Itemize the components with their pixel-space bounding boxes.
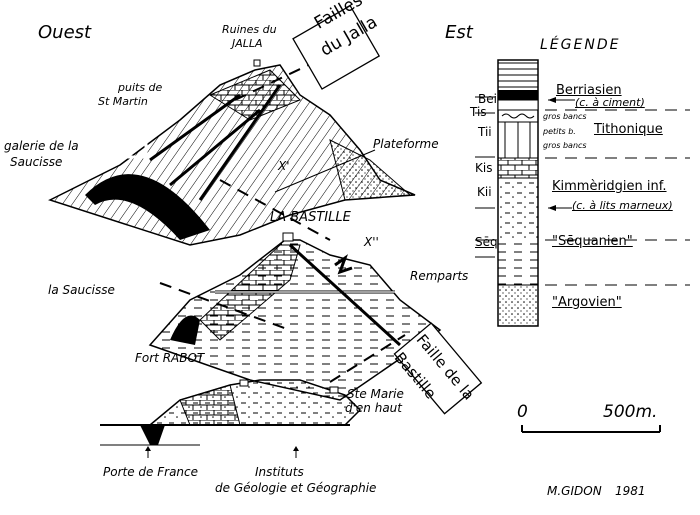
label-x1: X' — [278, 159, 290, 173]
failles-jalla-box — [292, 4, 381, 90]
legend-lits-marneux: (c. à lits marneux) — [572, 199, 673, 212]
label-fort-rabot: Fort RABOT — [135, 351, 205, 365]
label-galerie-1: galerie de la — [4, 139, 79, 153]
label-instituts-1: Instituts — [255, 465, 304, 479]
legend-tithonique: Tithonique — [594, 122, 663, 137]
middle-profile-bastille — [148, 232, 442, 401]
scale-length: 500m. — [603, 402, 658, 422]
legend-code-kii: Kii — [477, 185, 492, 199]
label-x2: X'' — [364, 235, 379, 249]
label-galerie-2: Saucisse — [10, 155, 63, 169]
scale-zero: 0 — [517, 402, 528, 422]
legend-code-kis: Kis — [475, 161, 493, 175]
legend-column — [475, 59, 690, 327]
legend-gros-bancs-bottom: gros bancs — [543, 141, 587, 150]
upper-profile-jalla — [48, 49, 416, 246]
legend-sequanien: "Sēquanien" — [552, 234, 633, 249]
legend-code-seq: Sēq — [475, 235, 498, 249]
label-remparts: Remparts — [410, 269, 469, 283]
label-porte-france: Porte de France — [103, 465, 199, 479]
faille-bastille-box — [393, 322, 483, 415]
label-la-saucisse: la Saucisse — [48, 283, 115, 297]
legend-title: LÉGENDE — [540, 37, 621, 53]
label-plateforme: Plateforme — [373, 137, 439, 151]
label-ruines: Ruines du — [222, 23, 277, 36]
legend-code-bei: Bei — [478, 92, 497, 106]
credit-author: M.GIDON — [547, 484, 602, 498]
label-ste-marie-2: d'en haut — [345, 401, 402, 415]
legend-kimmeridgien: Kimmèridgien inf. — [552, 179, 667, 194]
legend-ciment: (c. à ciment) — [575, 96, 645, 109]
label-east: Est — [445, 22, 473, 43]
legend-berriasien: Berriasien — [556, 83, 622, 98]
label-bastille: LA BASTILLE — [270, 210, 351, 225]
scale-bar — [521, 425, 661, 433]
legend-code-tis: Tis — [470, 105, 487, 119]
legend-gros-bancs-top: gros bancs — [543, 112, 587, 121]
legend-petits-bancs: petits b. — [543, 127, 576, 136]
credit-year: 1981 — [615, 484, 646, 498]
label-puits-2: St Martin — [98, 95, 148, 108]
label-instituts-2: de Géologie et Géographie — [215, 481, 377, 495]
legend-code-tii: Tii — [478, 125, 492, 139]
label-west: Ouest — [38, 22, 92, 43]
legend-argovien: "Argovien" — [552, 295, 622, 310]
label-ste-marie-1: Ste Marie — [347, 387, 404, 401]
lower-profile-rabot — [100, 379, 362, 458]
label-jalla: JALLA — [232, 37, 263, 50]
label-puits-1: puits de — [118, 81, 163, 94]
